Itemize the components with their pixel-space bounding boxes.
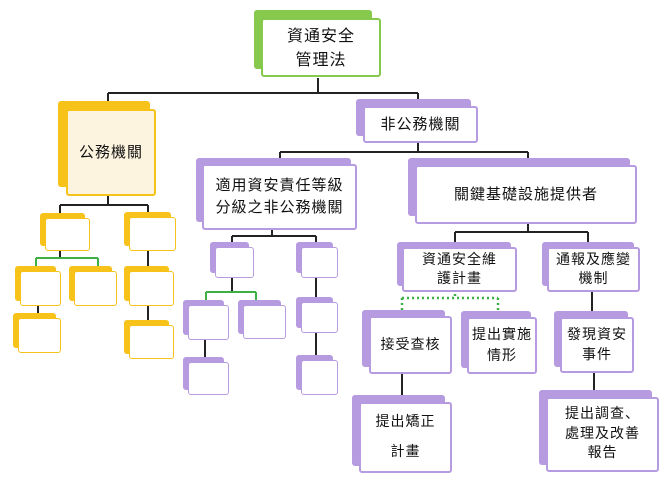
submit-correction-plan-label: 提出矯正 計畫: [359, 402, 452, 473]
public-agency-label: 公務機關: [66, 109, 156, 196]
blank-yellow-node: [124, 266, 174, 306]
notification-node: 通報及應變 機制: [542, 242, 640, 292]
blank-purple-node: [296, 297, 338, 333]
security-plan-node: 資通安全維 護計畫: [397, 242, 517, 292]
root-node-label: 資通安全 管理法: [261, 18, 381, 77]
submit-implementation-label: 提出實施 情形: [467, 317, 537, 374]
blank-yellow-node: [40, 213, 90, 251]
blank-purple-node: [183, 300, 229, 340]
submit-implementation-node: 提出實施 情形: [461, 311, 537, 374]
discover-incident-node: 發現資安 事件: [554, 311, 634, 373]
root-node: 資通安全 管理法: [254, 10, 384, 78]
blank-yellow-node: [15, 266, 61, 306]
public-agency-node: 公務機關: [58, 101, 158, 196]
accept-audit-label: 接受查核: [369, 316, 452, 374]
non-public-agency-node: 非公務機關: [356, 99, 480, 144]
submit-report-label: 提出調查、 處理及改善 報告: [546, 397, 659, 472]
blank-yellow-node: [13, 313, 61, 353]
applicable-non-public-node: 適用資安責任等級 分級之非公務機關: [196, 158, 358, 230]
accept-audit-node: 接受查核: [362, 310, 452, 374]
blank-yellow-node: [124, 212, 176, 251]
notification-label: 通報及應變 機制: [547, 247, 640, 292]
blank-purple-node: [183, 357, 229, 395]
blank-purple-node: [238, 300, 286, 339]
critical-infrastructure-node: 關鍵基礎設施提供者: [408, 158, 638, 224]
security-plan-label: 資通安全維 護計畫: [402, 247, 517, 292]
blank-purple-node: [296, 355, 338, 395]
submit-report-node: 提出調查、 處理及改善 報告: [539, 390, 659, 472]
blank-purple-node: [210, 242, 254, 278]
discover-incident-label: 發現資安 事件: [560, 317, 634, 373]
critical-infrastructure-label: 關鍵基礎設施提供者: [415, 165, 637, 224]
submit-correction-plan-node: 提出矯正 計畫: [352, 395, 452, 473]
blank-yellow-node: [69, 266, 117, 306]
blank-yellow-node: [124, 320, 174, 359]
applicable-non-public-label: 適用資安責任等級 分級之非公務機關: [202, 164, 357, 230]
blank-purple-node: [296, 242, 338, 278]
non-public-agency-label: 非公務機關: [363, 106, 478, 143]
